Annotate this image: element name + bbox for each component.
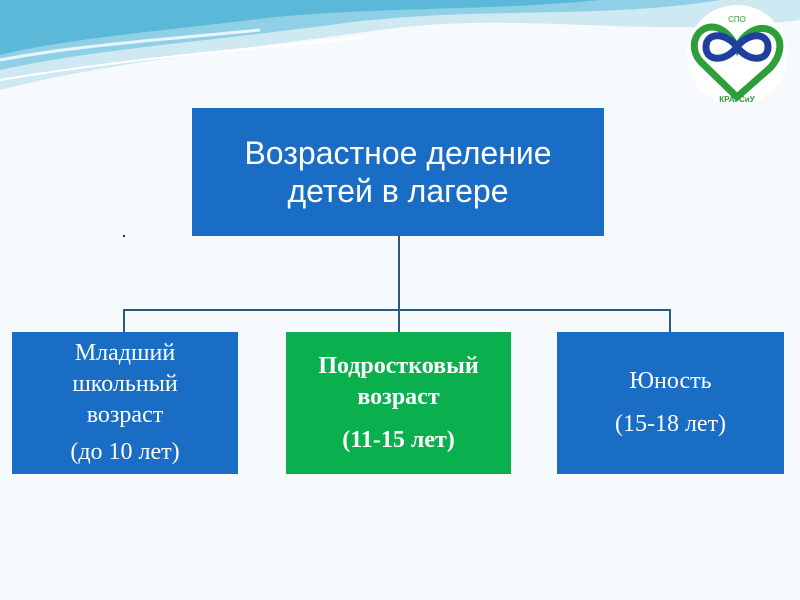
teen-line2: возраст: [357, 383, 440, 410]
root-title-line1: Возрастное деление: [244, 135, 552, 171]
youth-line1: Юность: [629, 368, 712, 394]
connector-middle: [398, 309, 400, 332]
child-node-junior: Младший школьный возраст (до 10 лет): [12, 332, 238, 474]
child-node-youth: Юность (15-18 лет): [557, 332, 784, 474]
root-title-line2: детей в лагере: [287, 173, 509, 209]
junior-line1: Младший: [74, 340, 176, 366]
junior-line3: возраст: [86, 402, 164, 428]
connector-horizontal: [123, 309, 671, 311]
youth-range: (15-18 лет): [614, 411, 727, 437]
root-node: Возрастное деление детей в лагере: [192, 108, 604, 236]
kragsiu-logo: СПО КРАГСиУ: [687, 5, 787, 105]
connector-left: [123, 309, 125, 332]
junior-line2: школьный: [72, 371, 178, 397]
teen-range: (11-15 лет): [342, 426, 455, 453]
svg-text:СПО: СПО: [728, 15, 746, 24]
connector-right: [669, 309, 671, 332]
decorative-waves: [0, 0, 800, 90]
svg-text:КРАГСиУ: КРАГСиУ: [719, 95, 755, 104]
connector-root: [398, 236, 400, 311]
stray-dot: [123, 235, 125, 237]
junior-range: (до 10 лет): [70, 439, 180, 465]
teen-line1: Подростковый: [318, 352, 479, 379]
child-node-teen: Подростковый возраст (11-15 лет): [286, 332, 511, 474]
